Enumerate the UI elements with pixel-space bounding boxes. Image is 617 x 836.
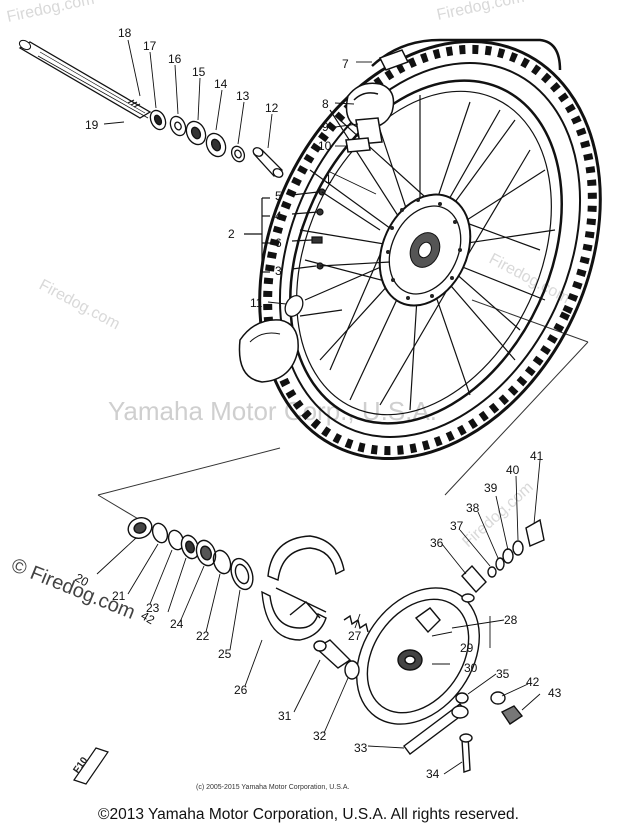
callout-40: 40 <box>506 463 520 477</box>
watermark-left: Firedog.com <box>36 277 122 334</box>
valve-cap <box>284 295 343 317</box>
callout-16: 16 <box>168 52 182 66</box>
callout-6: 6 <box>275 236 282 250</box>
wheel-assembly <box>258 39 602 461</box>
callout-41: 41 <box>530 449 544 463</box>
callout-39: 39 <box>484 481 498 495</box>
callout-1: 1 <box>325 172 332 186</box>
callout-37: 37 <box>450 519 464 533</box>
spoke-nipple-set <box>244 188 391 273</box>
callout-38: 38 <box>466 501 480 515</box>
callout-32: 32 <box>313 729 327 743</box>
watermark-top-right: Firedog.com <box>435 0 526 24</box>
callout-17: 17 <box>143 39 157 53</box>
callout-26: 26 <box>234 683 248 697</box>
callout-42-lower: 42 <box>139 608 158 627</box>
callout-8: 8 <box>322 97 329 111</box>
callout-22: 22 <box>196 629 210 643</box>
callout-36: 36 <box>430 536 444 550</box>
callout-33: 33 <box>354 741 368 755</box>
footer-copyright-text: ©2013 Yamaha Motor Corporation, U.S.A. A… <box>98 806 519 823</box>
callout-30: 30 <box>464 661 478 675</box>
callout-11: 11 <box>250 296 263 310</box>
callout-21: 21 <box>112 589 126 603</box>
callout-43: 43 <box>548 686 562 700</box>
tire-lower-section <box>238 319 299 383</box>
diagram-code-tag: F10 <box>71 747 109 785</box>
callout-15: 15 <box>192 65 206 79</box>
callout-2: 2 <box>228 227 235 241</box>
callout-13: 13 <box>236 89 250 103</box>
callout-31: 31 <box>278 709 292 723</box>
callout-12: 12 <box>265 101 279 115</box>
callout-9: 9 <box>322 120 329 134</box>
tube-and-rim-band <box>345 38 562 153</box>
hub-bearing-stack <box>149 109 284 178</box>
callout-27: 27 <box>348 629 362 643</box>
callout-19: 19 <box>85 118 99 132</box>
callout-10: 10 <box>318 139 332 153</box>
watermark-top-left: Firedog.com <box>5 0 96 26</box>
callout-23: 23 <box>146 601 160 615</box>
small-copyright-text: (c) 2005-2015 Yamaha Motor Corporation, … <box>196 784 350 791</box>
callout-leader-lines <box>96 39 541 775</box>
callout-3: 3 <box>275 264 282 278</box>
callout-34: 34 <box>426 767 440 781</box>
callout-24: 24 <box>170 617 184 631</box>
watermark-center: Yamaha Motor Corp., U.S.A. <box>108 396 437 426</box>
callout-20: 20 <box>73 570 92 589</box>
brake-hub-parts <box>127 517 545 773</box>
callout-35: 35 <box>496 667 510 681</box>
callout-7: 7 <box>342 57 349 71</box>
callout-28: 28 <box>504 613 518 627</box>
callout-18: 18 <box>118 26 132 40</box>
callout-29: 29 <box>460 641 474 655</box>
callout-numbers: 1 2 3 4 5 6 7 8 9 10 11 12 13 14 15 16 1… <box>73 26 562 781</box>
front-axle <box>18 39 152 119</box>
callout-5: 5 <box>275 189 282 203</box>
callout-4: 4 <box>275 209 282 223</box>
callout-42: 42 <box>526 675 540 689</box>
callout-25: 25 <box>218 647 232 661</box>
callout-14: 14 <box>214 77 228 91</box>
